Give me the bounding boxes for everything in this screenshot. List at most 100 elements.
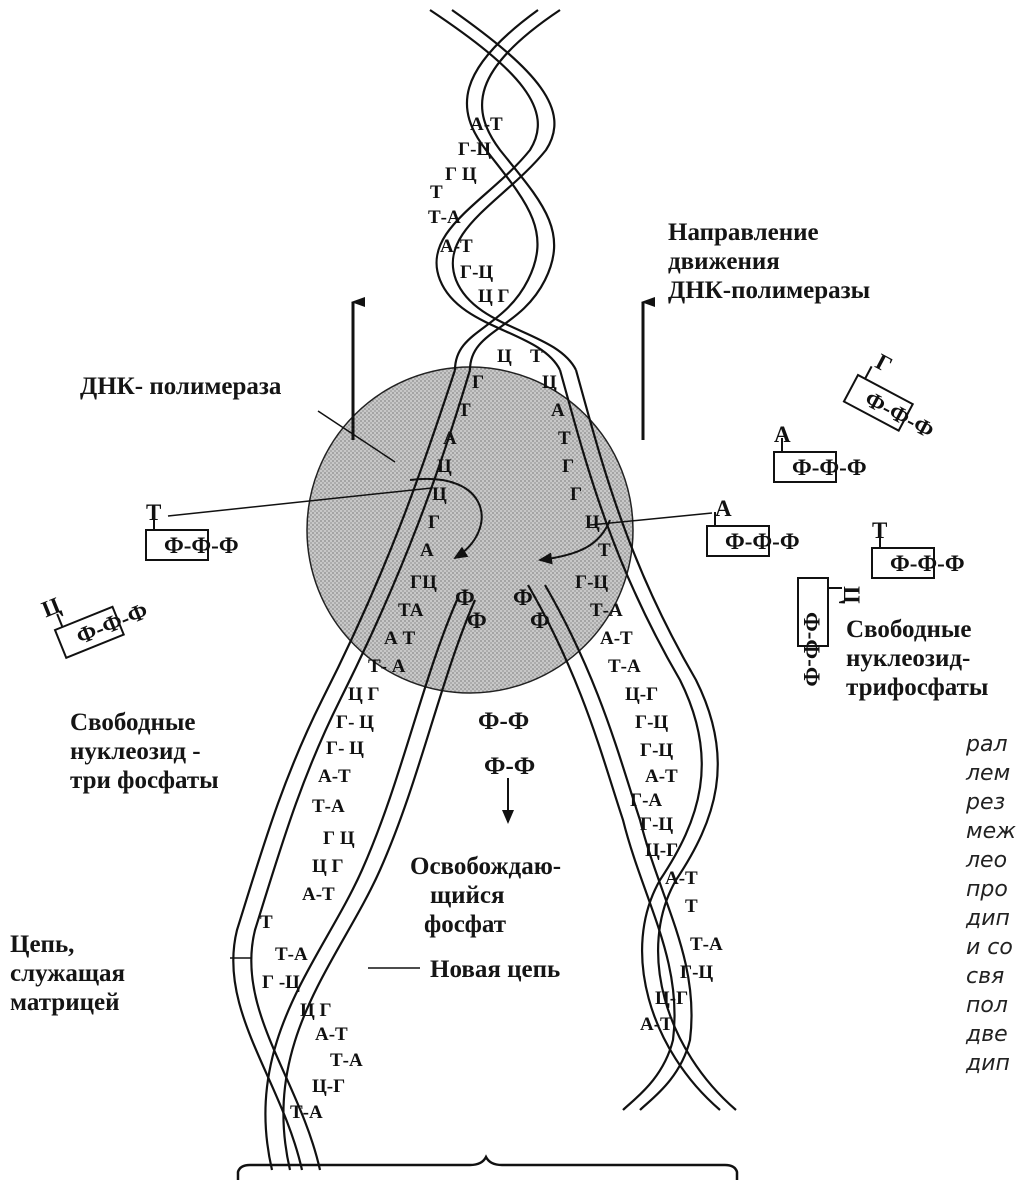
phosphate-chain: Ф-Ф-Ф: [890, 551, 965, 576]
side-text-line: дип: [966, 904, 1016, 933]
fork-right-base: Т-А: [590, 600, 623, 621]
released-label-line: щийся: [410, 881, 561, 910]
fork-right-base: Ц: [585, 512, 600, 533]
base-pair-label: А-Т: [440, 236, 473, 257]
bottom-right-base: Г-Ц: [680, 962, 713, 983]
nucleoside-triphosphate: АФ-Ф-Ф: [774, 422, 867, 482]
released-label-line: Освобождаю-: [410, 852, 561, 881]
fork-right-base: Ц-Г: [625, 684, 658, 705]
fork-right-base: Г-Ц: [640, 740, 673, 761]
side-text-line: меж: [966, 817, 1016, 846]
fork-left-base: Ц: [432, 484, 447, 505]
bottom-left-base: Т: [260, 912, 273, 933]
fork-right-base: Т: [558, 428, 571, 449]
bottom-right-base: Т-А: [690, 934, 723, 955]
side-text-line: рез: [966, 788, 1016, 817]
bottom-right-base: А-Т: [640, 1014, 673, 1035]
bottom-left-base: Ц Г: [312, 856, 344, 877]
nucleotide-base: Т: [872, 518, 887, 543]
bottom-left-base: Г -Ц: [262, 972, 300, 993]
fork-right-base: Т: [598, 540, 611, 561]
bottom-left-base: Т-А: [275, 944, 308, 965]
fork-right-base: А: [551, 400, 565, 421]
released-phosphate-label: Освобождаю- щийся фосфат: [410, 852, 561, 939]
bottom-left-base: Г Ц: [323, 828, 355, 849]
fork-left-base: Т: [458, 400, 471, 421]
base-pair-label: А-Т: [470, 114, 503, 135]
phosphate-link: Ф: [513, 585, 533, 610]
direction-label-line: Направление: [668, 218, 870, 247]
fork-left-base: Г: [472, 372, 484, 393]
base-pair-label: Г-Ц: [458, 139, 491, 160]
fork-left-base: Г- Ц: [326, 738, 364, 759]
nucleoside-triphosphate: ТФ-Ф-Ф: [872, 518, 965, 578]
fork-left-base: Г- Ц: [336, 712, 374, 733]
bottom-right-base: А-Т: [665, 868, 698, 889]
nucleotide-base: Г: [872, 349, 897, 378]
direction-label-line: движения: [668, 247, 870, 276]
nucleotide-base: Ц: [839, 586, 864, 604]
pyrophosphate-in-enzyme: Ф-Ф: [478, 707, 529, 736]
fork-left-base: А: [443, 428, 457, 449]
bottom-left-base: А-Т: [315, 1024, 348, 1045]
fork-left-base: Ц: [437, 456, 452, 477]
phosphate-link: Ф: [467, 608, 487, 633]
nucleotide-base: Т: [146, 500, 161, 525]
template-chain-label: Цепь, служащая матрицей: [10, 930, 125, 1017]
side-text-line: и со: [966, 933, 1016, 962]
nucleotide-base: А: [715, 496, 732, 521]
bottom-right-base: Ц-Г: [645, 840, 678, 861]
nucleotide-base: Ц: [38, 592, 64, 622]
side-text-line: лем: [966, 759, 1016, 788]
bottom-right-base: Ц-Г: [655, 988, 688, 1009]
pyrophosphate-released: Ф-Ф: [484, 752, 535, 781]
side-text-line: пол: [966, 991, 1016, 1020]
nucleoside-triphosphate: А Ф-Ф-Ф: [707, 496, 800, 556]
bottom-left-base: Т-А: [330, 1050, 363, 1071]
base-stem: [865, 366, 872, 378]
phosphate-link: Ф: [530, 608, 550, 633]
fork-left-base: Ц Г: [348, 684, 380, 705]
bottom-left-base: Ц-Г: [312, 1076, 345, 1097]
free-label-line: Свободные: [70, 708, 219, 737]
fork-right-base: Г: [570, 484, 582, 505]
base-pair-label: Ц Г: [478, 286, 510, 307]
free-label-line: Свободные: [846, 615, 988, 644]
base-pair-label: Г-Ц: [460, 262, 493, 283]
nucleoside-triphosphate: ТФ-Ф-Ф: [146, 500, 239, 560]
fork-right-base: Г: [562, 456, 574, 477]
fork-left-base: Ц: [497, 346, 512, 367]
released-label-line: фосфат: [410, 910, 561, 939]
fork-left-base: А: [420, 540, 434, 561]
side-text-line: рал: [966, 730, 1016, 759]
base-pair-label: Т: [430, 182, 443, 203]
fork-right-base: А-Т: [600, 628, 633, 649]
bottom-left-base: А-Т: [302, 884, 335, 905]
free-nucleotides-label-left: Свободные нуклеозид - три фосфаты: [70, 708, 219, 795]
bottom-left-base: Т-А: [290, 1102, 323, 1123]
template-label-line: служащая: [10, 959, 125, 988]
fork-left-base: Т- А: [368, 656, 406, 677]
nucleoside-triphosphate: Ц Ф-Ф-Ф: [38, 563, 152, 659]
side-text-line: про: [966, 875, 1016, 904]
phosphate-chain: Ф-Ф-Ф: [73, 598, 152, 649]
template-label-line: Цепь,: [10, 930, 125, 959]
fork-right-base: Г-Ц: [640, 814, 673, 835]
bottom-right-base: Т: [685, 896, 698, 917]
phosphate-chain: Ф-Ф-Ф: [725, 529, 800, 554]
phosphate-chain: Ф-Ф-Ф: [792, 455, 867, 480]
base-pair-label: Г Ц: [445, 164, 477, 185]
fork-left-base: Г: [428, 512, 440, 533]
fork-right-base: Т-А: [608, 656, 641, 677]
free-label-line: нуклеозид -: [70, 737, 219, 766]
template-label-line: матрицей: [10, 988, 125, 1017]
fork-right-base: Т: [530, 346, 543, 367]
bottom-left-base: Ц Г: [300, 1000, 332, 1021]
side-text-line: дип: [966, 1049, 1016, 1078]
parental-helix-top: [430, 10, 576, 370]
side-text-line: лео: [966, 846, 1016, 875]
free-label-line: трифосфаты: [846, 673, 988, 702]
